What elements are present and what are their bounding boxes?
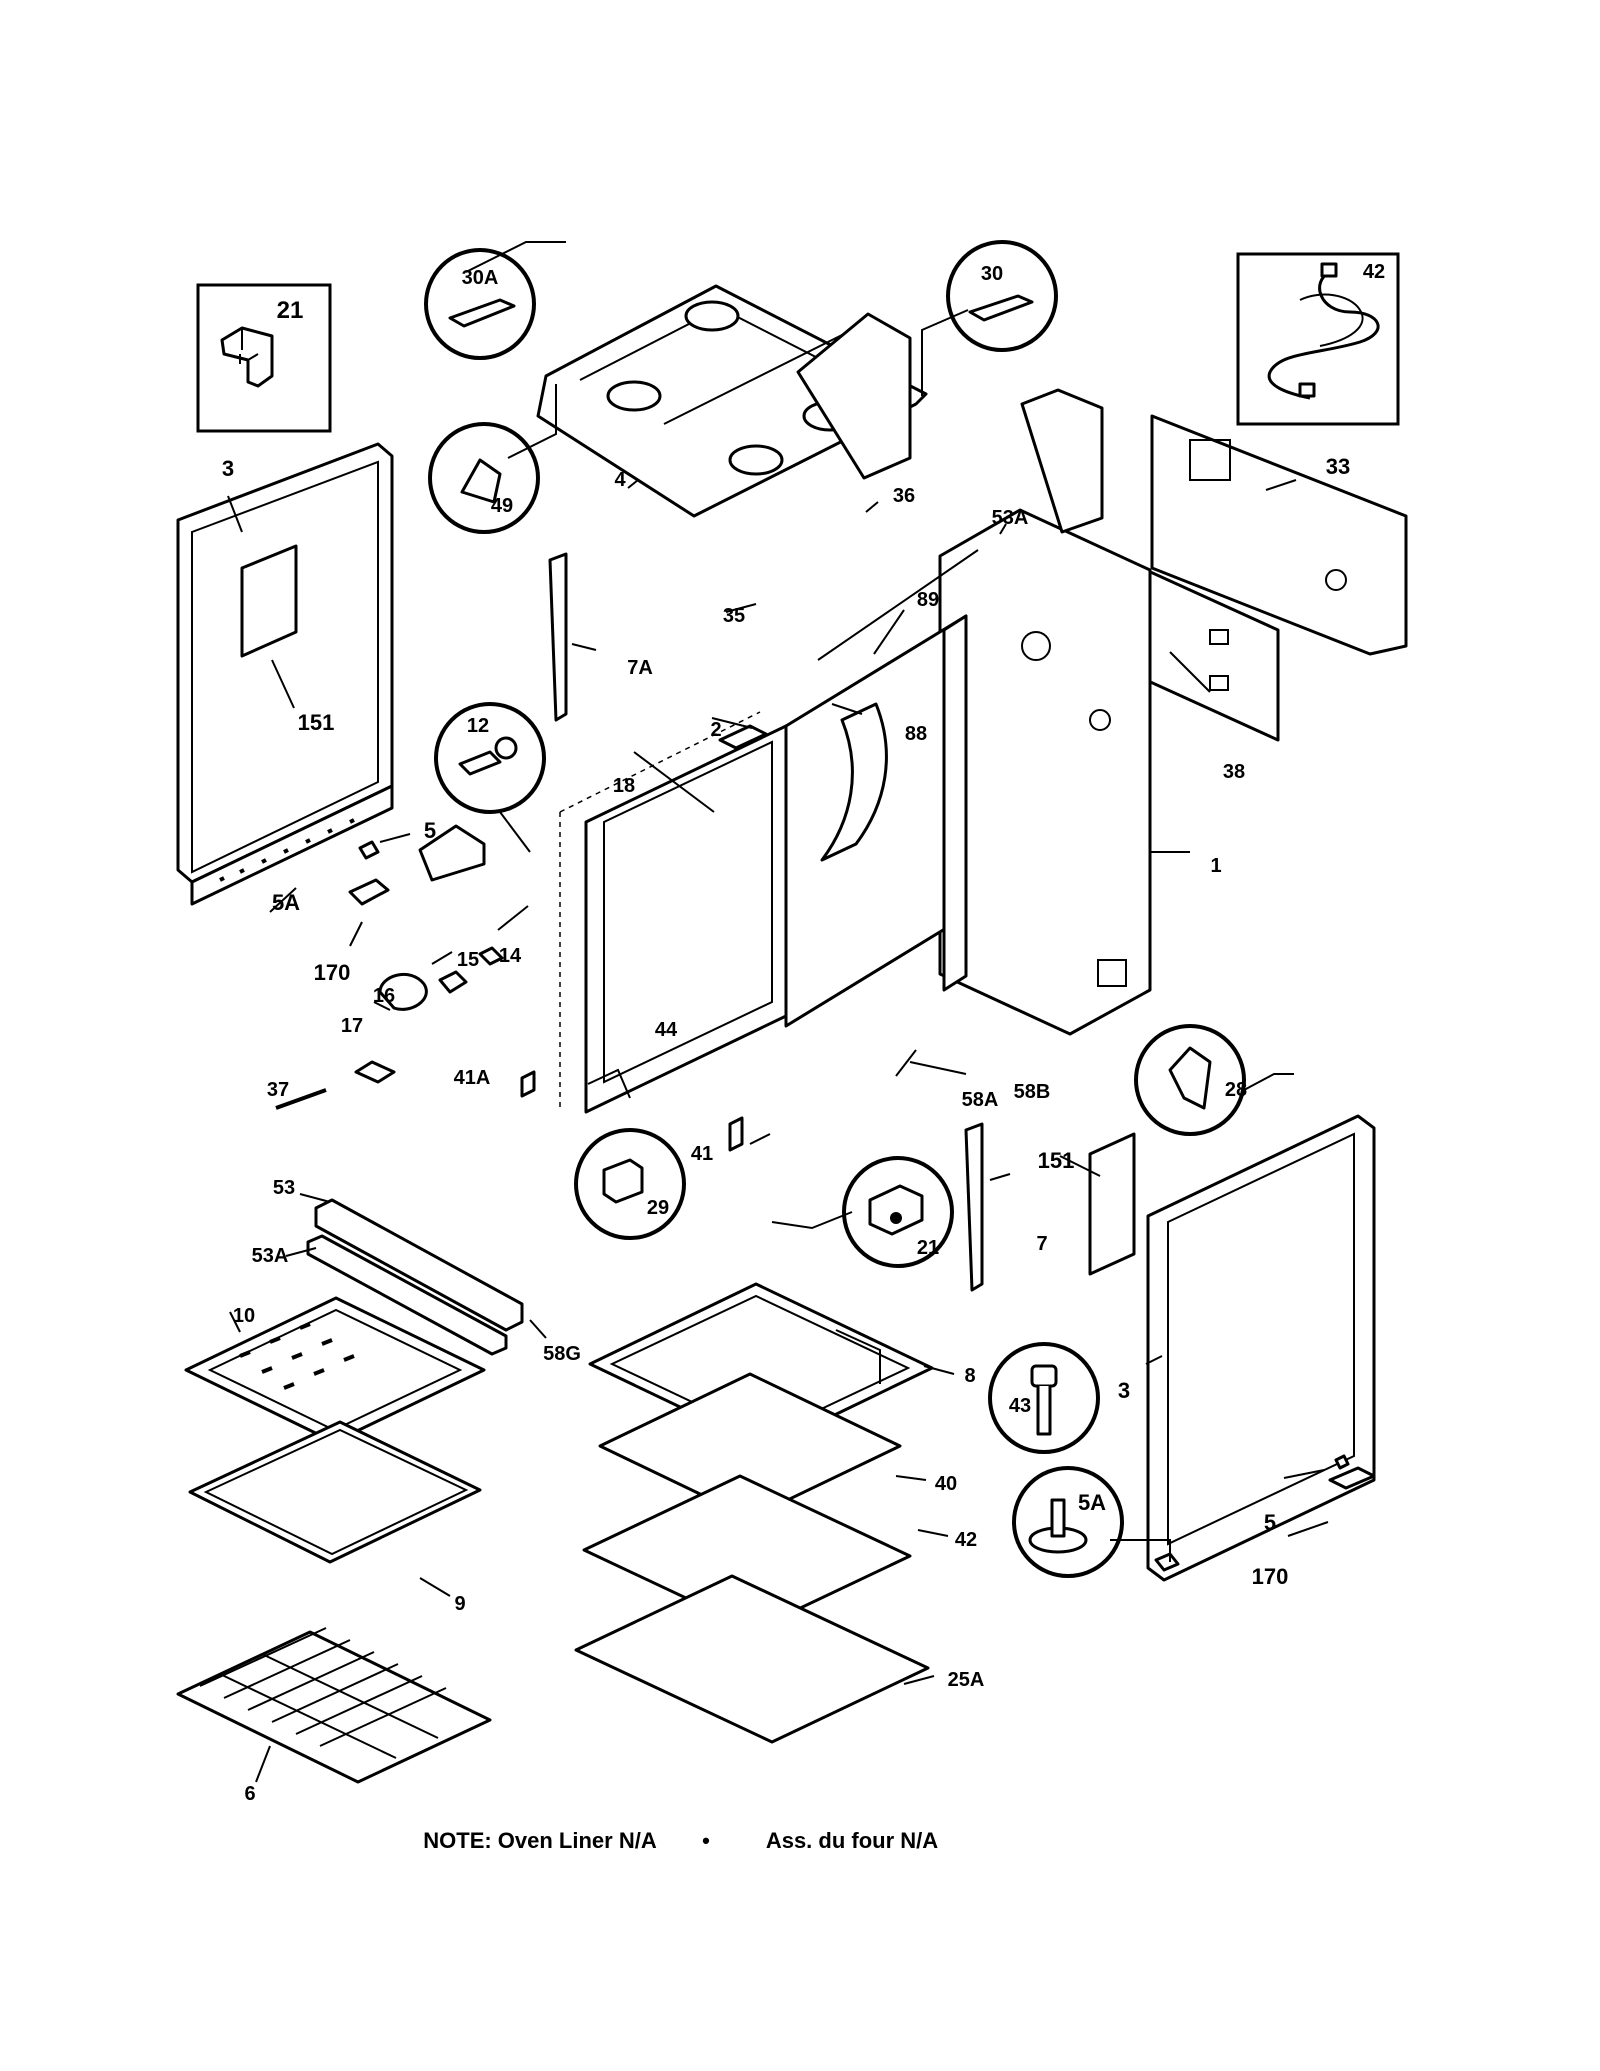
rear-panel xyxy=(1150,414,1408,656)
callout-41A: 41A xyxy=(454,1067,491,1089)
callout-21-circle: 21 xyxy=(917,1237,939,1259)
callout-53A: 53A xyxy=(252,1245,289,1267)
note-suffix: Ass. du four N/A xyxy=(766,1828,938,1853)
detail-circle-30 xyxy=(946,240,1058,352)
callout-7: 7 xyxy=(1036,1233,1047,1255)
callout-8: 8 xyxy=(964,1365,975,1387)
callout-89: 89 xyxy=(917,589,939,611)
callout-39: 42 xyxy=(1363,261,1385,283)
callout-29: 29 xyxy=(647,1197,669,1219)
inset-part-39-box xyxy=(1236,252,1400,426)
broiler-pan xyxy=(188,1420,482,1564)
callout-6: 6 xyxy=(244,1783,255,1805)
detail-circle-21 xyxy=(842,1156,954,1268)
callout-37: 37 xyxy=(267,1079,289,1101)
callout-9: 9 xyxy=(454,1593,465,1615)
callout-38: 38 xyxy=(1223,761,1245,783)
detail-circle-29 xyxy=(574,1128,686,1240)
detail-circle-43 xyxy=(988,1342,1100,1454)
callout-170-left: 170 xyxy=(314,960,351,985)
callout-21-inset: 21 xyxy=(277,297,304,324)
callout-5-left: 5 xyxy=(424,818,436,843)
callout-1: 1 xyxy=(1210,855,1221,877)
back-frame xyxy=(938,508,1152,1036)
footer-note: NOTE: Oven Liner N/A • Ass. du four N/A xyxy=(423,1828,938,1853)
callout-7A: 7A xyxy=(627,657,653,679)
callout-5-right: 5 xyxy=(1264,1510,1276,1535)
callout-58G: 58G xyxy=(543,1343,581,1365)
inset-part-21-box xyxy=(196,283,332,433)
right-side-panel xyxy=(1146,1114,1376,1582)
callout-10: 10 xyxy=(233,1305,255,1327)
callout-3-right: 3 xyxy=(1118,1378,1130,1403)
callout-33: 33 xyxy=(1326,454,1350,479)
detail-circle-30A xyxy=(424,248,536,360)
callout-5A-right: 5A xyxy=(1078,1490,1106,1515)
drawer-rail xyxy=(306,1198,524,1356)
callout-12: 12 xyxy=(467,715,489,737)
detail-circle-28 xyxy=(1134,1024,1246,1136)
callout-58A: 58A xyxy=(962,1089,999,1111)
callout-16: 16 xyxy=(373,985,395,1007)
callout-35: 35 xyxy=(723,605,745,627)
callout-44: 44 xyxy=(655,1019,678,1041)
broiler-pan-insert xyxy=(184,1296,486,1444)
detail-circle-12 xyxy=(434,702,546,814)
small-parts xyxy=(275,312,1376,1572)
callout-3-left: 3 xyxy=(222,456,234,481)
callout-151-right: 151 xyxy=(1038,1148,1075,1173)
note-prefix: NOTE: Oven Liner N/A xyxy=(423,1828,657,1853)
callout-labels: 21 42 30A 30 49 4 3 151 5 5A 170 36 53A … xyxy=(222,261,1385,1805)
callout-18: 18 xyxy=(613,775,635,797)
insulation-blanket xyxy=(820,614,968,992)
callout-41: 41 xyxy=(691,1143,713,1165)
note-bullet: • xyxy=(702,1828,710,1853)
callout-58B: 58B xyxy=(1014,1081,1051,1103)
detail-circle-49 xyxy=(428,422,540,534)
callout-151-left: 151 xyxy=(298,710,335,735)
callout-28: 28 xyxy=(1225,1079,1247,1101)
callout-5A-left: 5A xyxy=(272,890,300,915)
callout-36: 36 xyxy=(893,485,915,507)
callout-17: 17 xyxy=(341,1015,363,1037)
bottom-frame xyxy=(574,1574,930,1744)
leader-lines xyxy=(227,241,1329,1783)
oven-cavity xyxy=(559,549,979,1114)
callout-15: 15 xyxy=(457,949,479,971)
callout-30: 30 xyxy=(981,263,1003,285)
detail-circle-5A xyxy=(1012,1466,1124,1578)
callout-88: 88 xyxy=(905,723,927,745)
callout-55: 53A xyxy=(992,507,1029,529)
callout-170-right: 170 xyxy=(1252,1564,1289,1589)
callout-43: 43 xyxy=(1009,1395,1031,1417)
oven-rack xyxy=(176,1627,492,1784)
callout-53: 53 xyxy=(273,1177,295,1199)
callout-2: 2 xyxy=(710,719,721,741)
callout-30A: 30A xyxy=(462,267,499,289)
callout-40: 40 xyxy=(935,1473,957,1495)
callout-25A: 25A xyxy=(948,1669,985,1691)
left-side-panel xyxy=(176,442,394,906)
callout-49: 49 xyxy=(491,495,513,517)
callout-42: 42 xyxy=(955,1529,977,1551)
callout-4: 4 xyxy=(614,469,626,491)
callout-14: 14 xyxy=(499,945,522,967)
